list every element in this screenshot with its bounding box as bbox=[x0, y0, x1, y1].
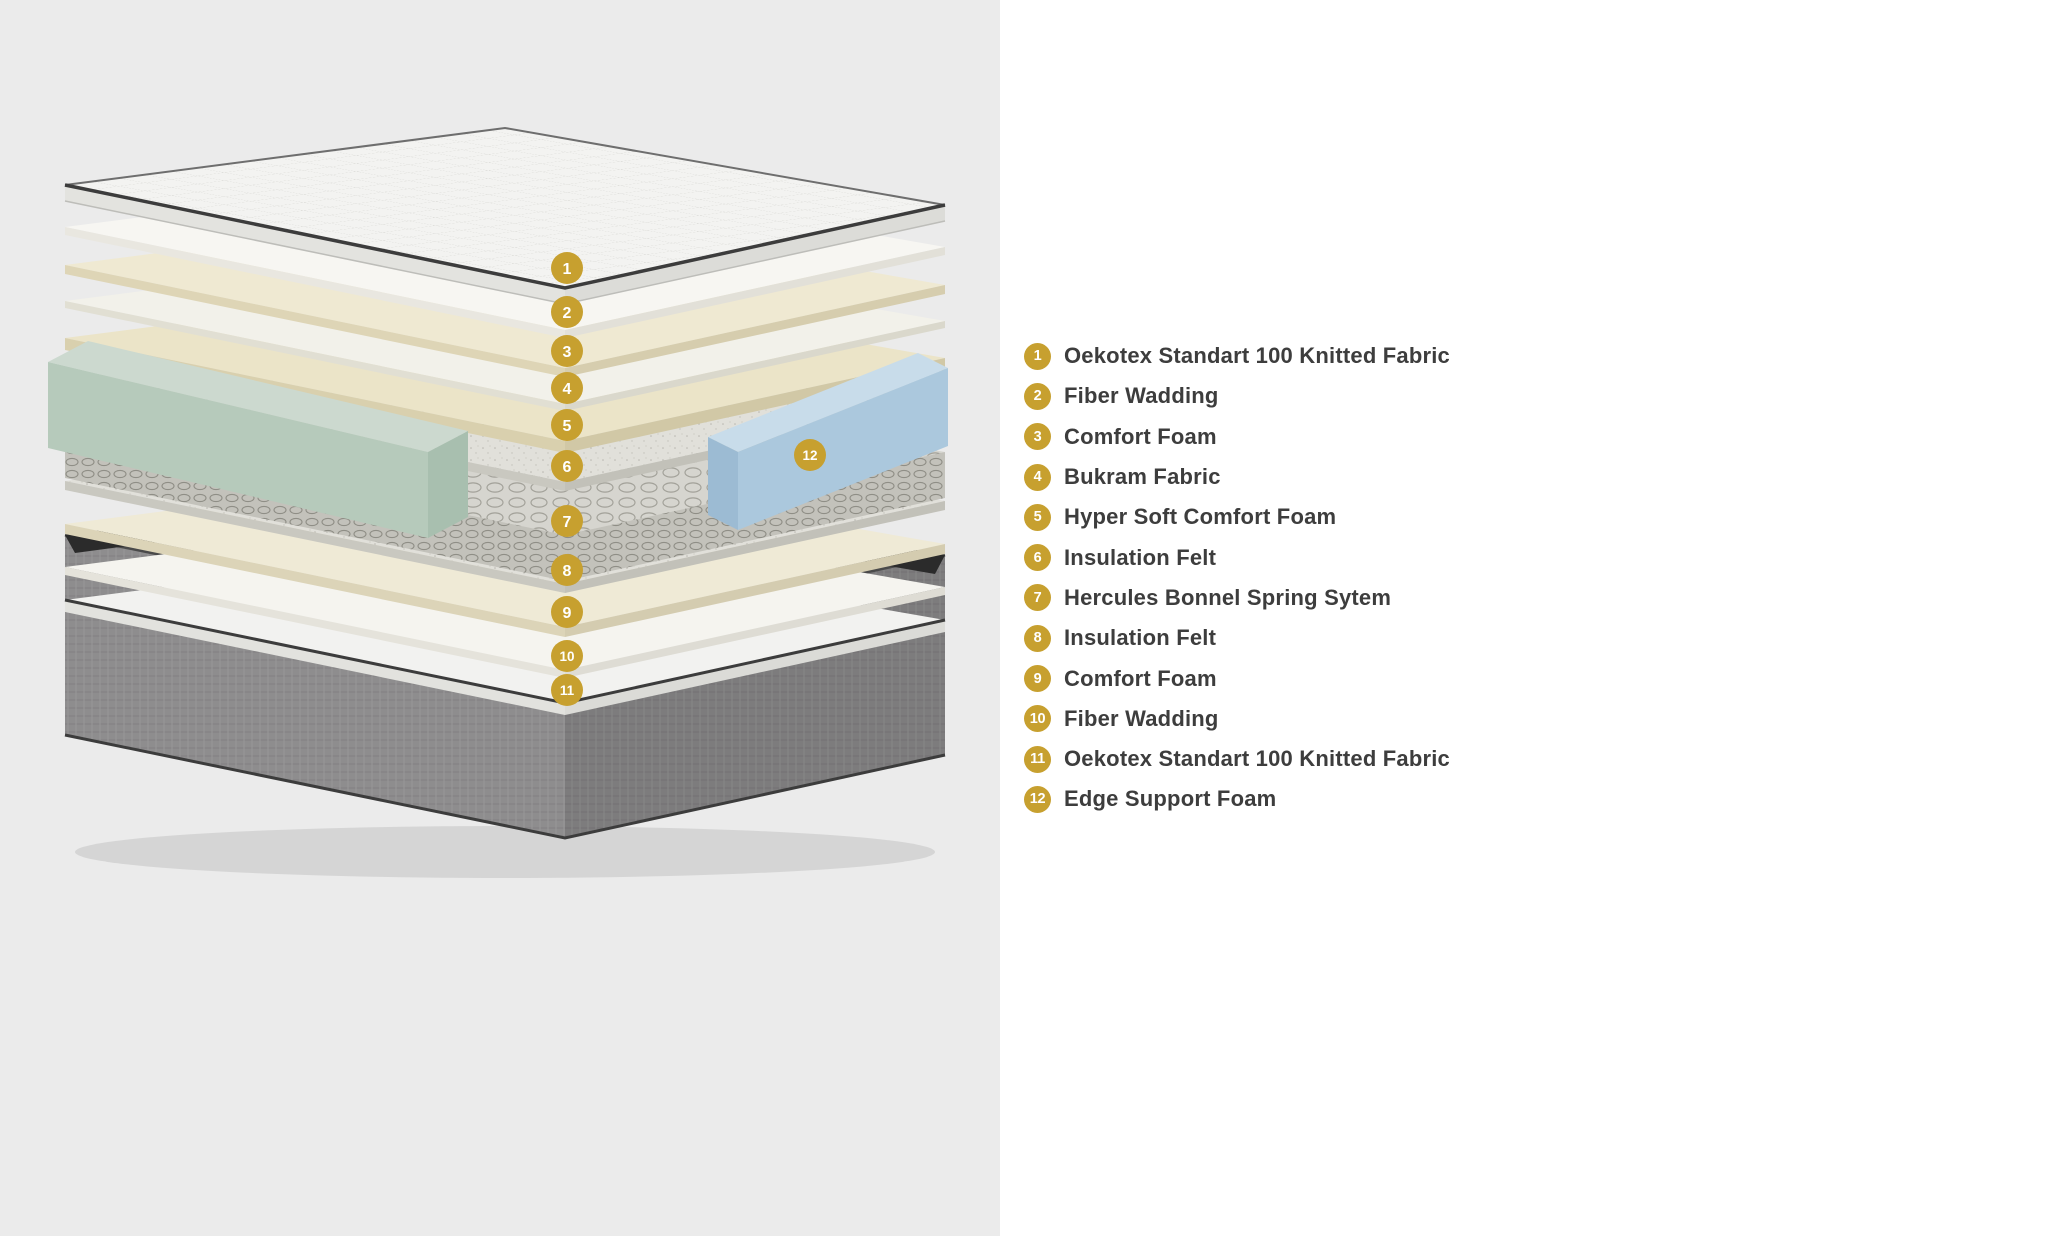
legend-badge-6: 6 bbox=[1024, 544, 1051, 572]
legend-label-10: Fiber Wadding bbox=[1064, 705, 1219, 731]
diagram-badge-6: 6 bbox=[551, 450, 583, 482]
legend-label-9: Comfort Foam bbox=[1064, 665, 1217, 691]
legend-badge-8: 8 bbox=[1024, 624, 1051, 652]
legend-item-1: 1 Oekotex Standart 100 Knitted Fabric bbox=[1024, 336, 2048, 376]
legend-badge-9: 9 bbox=[1024, 665, 1051, 693]
diagram-badge-12: 12 bbox=[794, 439, 826, 471]
svg-text:4: 4 bbox=[563, 381, 572, 398]
edge-support-foam-left bbox=[48, 341, 468, 538]
svg-text:1: 1 bbox=[563, 261, 572, 278]
svg-text:6: 6 bbox=[563, 459, 572, 476]
diagram-badge-1: 1 bbox=[551, 252, 583, 284]
legend-label-6: Insulation Felt bbox=[1064, 544, 1217, 570]
legend-badge-4: 4 bbox=[1024, 463, 1051, 491]
diagram-badge-3: 3 bbox=[551, 335, 583, 367]
legend-label-12: Edge Support Foam bbox=[1064, 786, 1277, 812]
svg-text:10: 10 bbox=[559, 649, 574, 664]
svg-text:2: 2 bbox=[563, 305, 572, 322]
svg-text:8: 8 bbox=[563, 563, 572, 580]
legend-label-8: Insulation Felt bbox=[1064, 625, 1217, 651]
legend-label-3: Comfort Foam bbox=[1064, 423, 1217, 449]
legend-badge-2: 2 bbox=[1024, 382, 1051, 410]
diagram-panel: 1 2 3 4 5 6 7 8 9 10 11 12 bbox=[0, 0, 1000, 1236]
legend-item-6: 6 Insulation Felt bbox=[1024, 537, 2048, 577]
legend-badge-12: 12 bbox=[1024, 785, 1051, 813]
legend-badge-3: 3 bbox=[1024, 423, 1051, 451]
legend-badge-1: 1 bbox=[1024, 342, 1051, 370]
diagram-badge-11: 11 bbox=[551, 674, 583, 706]
legend-label-5: Hyper Soft Comfort Foam bbox=[1064, 504, 1337, 530]
mattress-illustration: 1 2 3 4 5 6 7 8 9 10 11 12 bbox=[48, 126, 948, 878]
legend-badge-5: 5 bbox=[1024, 503, 1051, 531]
legend-item-10: 10 Fiber Wadding bbox=[1024, 699, 2048, 739]
diagram-badge-8: 8 bbox=[551, 554, 583, 586]
floor-shadow bbox=[75, 826, 935, 878]
svg-text:12: 12 bbox=[802, 448, 817, 463]
legend-item-2: 2 Fiber Wadding bbox=[1024, 376, 2048, 416]
diagram-badge-9: 9 bbox=[551, 596, 583, 628]
svg-text:5: 5 bbox=[563, 418, 572, 435]
legend-item-11: 11 Oekotex Standart 100 Knitted Fabric bbox=[1024, 739, 2048, 779]
diagram-badge-2: 2 bbox=[551, 296, 583, 328]
diagram-badge-4: 4 bbox=[551, 372, 583, 404]
legend-label-2: Fiber Wadding bbox=[1064, 383, 1219, 409]
svg-text:9: 9 bbox=[563, 605, 572, 622]
legend-item-3: 3 Comfort Foam bbox=[1024, 417, 2048, 457]
legend-item-12: 12 Edge Support Foam bbox=[1024, 779, 2048, 819]
diagram-badge-7: 7 bbox=[551, 505, 583, 537]
legend-badge-10: 10 bbox=[1024, 705, 1051, 733]
legend-label-7: Hercules Bonnel Spring Sytem bbox=[1064, 584, 1392, 610]
svg-text:3: 3 bbox=[563, 344, 572, 361]
svg-text:7: 7 bbox=[563, 514, 572, 531]
diagram-badge-10: 10 bbox=[551, 640, 583, 672]
legend-item-9: 9 Comfort Foam bbox=[1024, 658, 2048, 698]
legend-badge-11: 11 bbox=[1024, 745, 1051, 773]
legend-label-4: Bukram Fabric bbox=[1064, 464, 1221, 490]
svg-text:11: 11 bbox=[560, 683, 575, 698]
layer-1-knitted-fabric-top bbox=[64, 126, 946, 305]
legend-item-4: 4 Bukram Fabric bbox=[1024, 457, 2048, 497]
diagram-badge-5: 5 bbox=[551, 409, 583, 441]
legend-item-8: 8 Insulation Felt bbox=[1024, 618, 2048, 658]
legend-item-7: 7 Hercules Bonnel Spring Sytem bbox=[1024, 578, 2048, 618]
diagram-badges: 1 2 3 4 5 6 7 8 9 10 11 12 bbox=[551, 252, 826, 706]
edge-support-foam-right bbox=[708, 353, 948, 530]
legend-label-1: Oekotex Standart 100 Knitted Fabric bbox=[1064, 343, 1450, 369]
legend-item-5: 5 Hyper Soft Comfort Foam bbox=[1024, 497, 2048, 537]
legend-badge-7: 7 bbox=[1024, 584, 1051, 612]
legend-label-11: Oekotex Standart 100 Knitted Fabric bbox=[1064, 746, 1450, 772]
